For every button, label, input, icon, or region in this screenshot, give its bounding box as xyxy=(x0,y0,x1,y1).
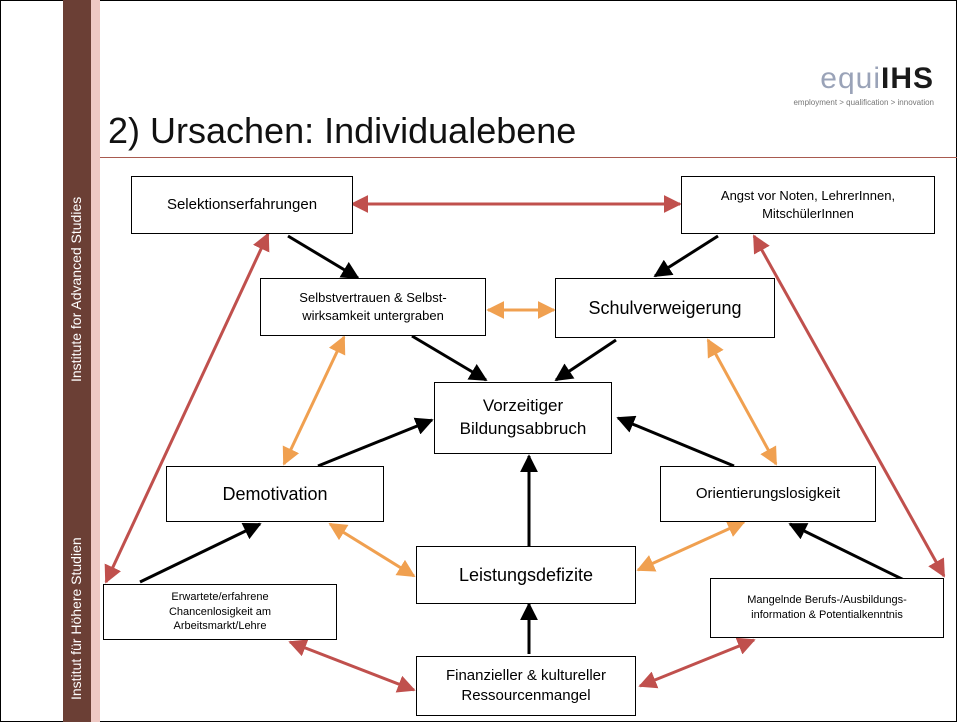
arrow-angst-mangelnde xyxy=(752,234,946,578)
arrow-chancen-to-demotivation xyxy=(139,522,262,584)
logo-prefix: equi xyxy=(820,62,881,95)
node-vorzeitiger-bildungsabbruch: Vorzeitiger Bildungsabbruch xyxy=(434,382,612,454)
slide-title: 2) Ursachen: Individualebene xyxy=(108,110,577,151)
arrow-selbstvertrauen-demotivation xyxy=(282,335,346,466)
arrow-chancen-finanziell xyxy=(288,639,416,693)
title-underline xyxy=(100,157,957,158)
arrow-schulverweigerung-orientierung xyxy=(706,338,778,466)
arrow-orientierung-to-vorzeitiger xyxy=(616,415,735,468)
node-angst: Angst vor Noten, LehrerInnen, Mitschüler… xyxy=(681,176,935,234)
arrow-angst-to-schulverweigerung xyxy=(653,234,719,278)
arrow-demotivation-leistung xyxy=(328,522,416,578)
arrow-mangelnde-to-orientierung xyxy=(788,522,905,582)
arrow-selektion-chancen xyxy=(104,232,270,584)
arrow-leistung-orientierung xyxy=(636,520,746,572)
sidebar-accent-strip xyxy=(91,0,100,722)
arrow-selbstvertrauen-to-vorzeitiger xyxy=(411,334,488,382)
sidebar xyxy=(63,0,91,722)
logo-tagline: employment > qualification > innovation xyxy=(793,98,934,107)
arrow-schulverweigerung-to-vorzeitiger xyxy=(554,338,617,382)
node-orientierungslosigkeit: Orientierungslosigkeit xyxy=(660,466,876,522)
node-chancenlosigkeit: Erwartete/erfahrene Chancenlosigkeit am … xyxy=(103,584,337,640)
arrow-selektion-to-selbstvertrauen xyxy=(287,234,360,280)
equi-ihs-logo: equiIHS employment > qualification > inn… xyxy=(760,62,940,112)
node-demotivation: Demotivation xyxy=(166,466,384,522)
logo-brand: IHS xyxy=(880,62,934,95)
node-schulverweigerung: Schulverweigerung xyxy=(555,278,775,338)
node-mangelnde-information: Mangelnde Berufs-/Ausbildungs- informati… xyxy=(710,578,944,638)
node-selektionserfahrungen: Selektionserfahrungen xyxy=(131,176,353,234)
arrow-demotivation-to-vorzeitiger xyxy=(317,417,434,468)
arrow-finanziell-mangelnde xyxy=(638,637,756,689)
node-ressourcenmangel: Finanzieller & kultureller Ressourcenman… xyxy=(416,656,636,716)
node-leistungsdefizite: Leistungsdefizite xyxy=(416,546,636,604)
node-selbstvertrauen: Selbstvertrauen & Selbst- wirksamkeit un… xyxy=(260,278,486,336)
